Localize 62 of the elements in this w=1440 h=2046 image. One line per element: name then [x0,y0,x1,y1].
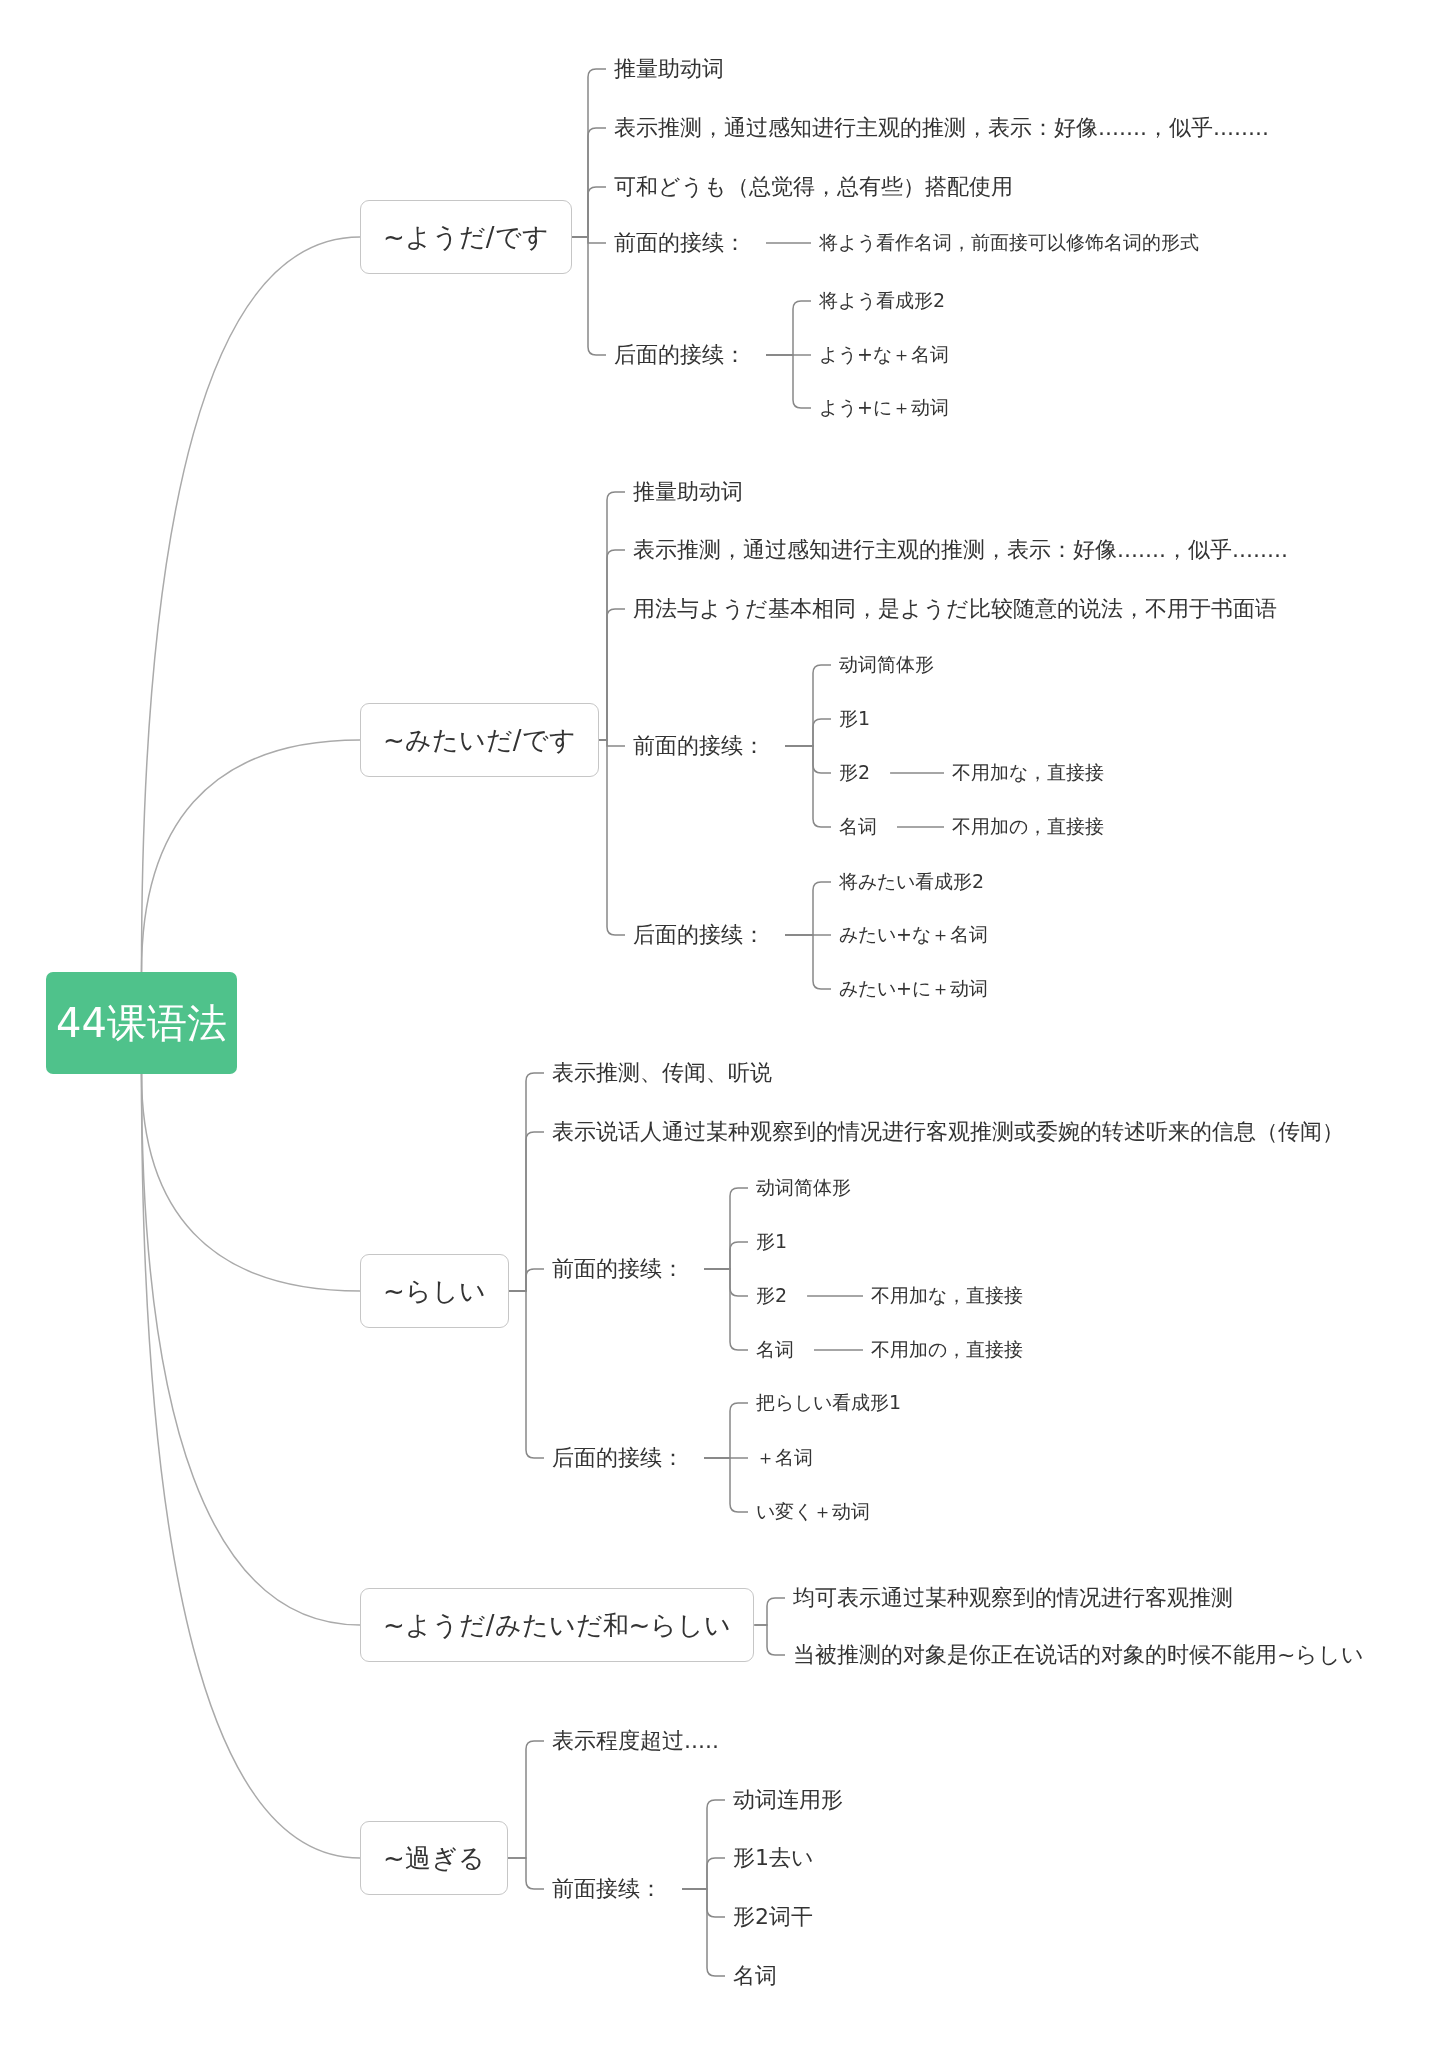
subtopic-text: 用法与ようだ基本相同，是ようだ比较随意的说法，不用于书面语 [633,595,1277,623]
subtopic-text: 前面的接续： [552,1255,684,1283]
detail-text: 动词简体形 [839,653,934,677]
topic-box: ~ようだ/です [360,200,572,274]
detail-text: よう+に＋动词 [819,396,949,420]
detail-text: 不用加な，直接接 [871,1284,1023,1308]
topic-box: ~らしい [360,1254,509,1328]
subtopic-text: 前面的接续： [633,732,765,760]
central-topic-box: 44课语法 [46,972,237,1074]
detail-text: 形1 [839,707,871,731]
subtopic-text: 均可表示通过某种观察到的情况进行客观推测 [793,1584,1233,1612]
detail-text: い変く＋动词 [756,1500,870,1524]
detail-text: 动词简体形 [756,1176,851,1200]
connector-line [889,772,945,774]
bracket-line [597,739,626,936]
subtopic-text: 后面的接续： [614,341,746,369]
subtopic-text: 名词 [733,1962,777,1990]
subtopic-text: 形1去い [733,1844,814,1872]
detail-text: 不用加な，直接接 [952,761,1104,785]
subtopic-text: 可和どうも（总觉得，总有些）搭配使用 [614,173,1013,201]
subtopic-text: 表示说话人通过某种观察到的情况进行客观推测或委婉的转述听来的信息（传闻） [552,1118,1344,1146]
subtopic-text: 当被推测的对象是你正在说话的对象的时候不能用~らしい [793,1641,1365,1669]
topic-box: ~みたいだ/です [360,703,599,777]
detail-text: よう+な＋名词 [819,343,949,367]
subtopic-text: 推量助动词 [633,478,743,506]
subtopic-text: 前面的接续： [614,229,746,257]
subtopic-text: 表示推测，通过感知进行主观的推测，表示：好像.......，似乎........ [614,114,1269,142]
branch-curve [140,1073,361,1859]
connector-line [896,826,945,828]
detail-text: 形2 [839,761,871,785]
subtopic-text: 形2词干 [733,1903,813,1931]
subtopic-text: 推量助动词 [614,55,724,83]
detail-text: 形2 [756,1284,788,1308]
detail-text: みたい+に＋动词 [839,977,988,1001]
subtopic-text: 前面接续： [552,1875,662,1903]
bracket-line [508,1290,545,1459]
subtopic-text: 后面的接续： [552,1444,684,1472]
subtopic-text: 表示程度超过..... [552,1727,719,1755]
connector-line [806,1295,864,1297]
bracket-line [507,1857,545,1890]
detail-text: 名词 [839,815,877,839]
detail-text: ＋名词 [756,1446,813,1470]
detail-text: 不用加の，直接接 [871,1338,1023,1362]
detail-text: 形1 [756,1230,788,1254]
subtopic-text: 表示推测、传闻、听说 [552,1059,772,1087]
subtopic-text: 表示推测，通过感知进行主观的推测，表示：好像.......，似乎........ [633,536,1288,564]
bracket-line [570,236,607,356]
detail-text: 把らしい看成形1 [756,1391,902,1415]
connector-line [813,1349,864,1351]
branch-curve [140,739,361,973]
detail-text: みたい+な＋名词 [839,923,988,947]
detail-text: 名词 [756,1338,794,1362]
connector-line [765,242,812,244]
topic-box: ~過ぎる [360,1821,508,1895]
subtopic-text: 动词连用形 [733,1786,843,1814]
detail-text: 将よう看作名词，前面接可以修饰名词的形式 [819,231,1199,255]
subtopic-text: 后面的接续： [633,921,765,949]
detail-text: 不用加の，直接接 [952,815,1104,839]
detail-text: 将よう看成形2 [819,289,946,313]
detail-text: 将みたい看成形2 [839,870,985,894]
bracket-line [753,1624,786,1656]
topic-box: ~ようだ/みたいだ和~らしい [360,1588,755,1662]
